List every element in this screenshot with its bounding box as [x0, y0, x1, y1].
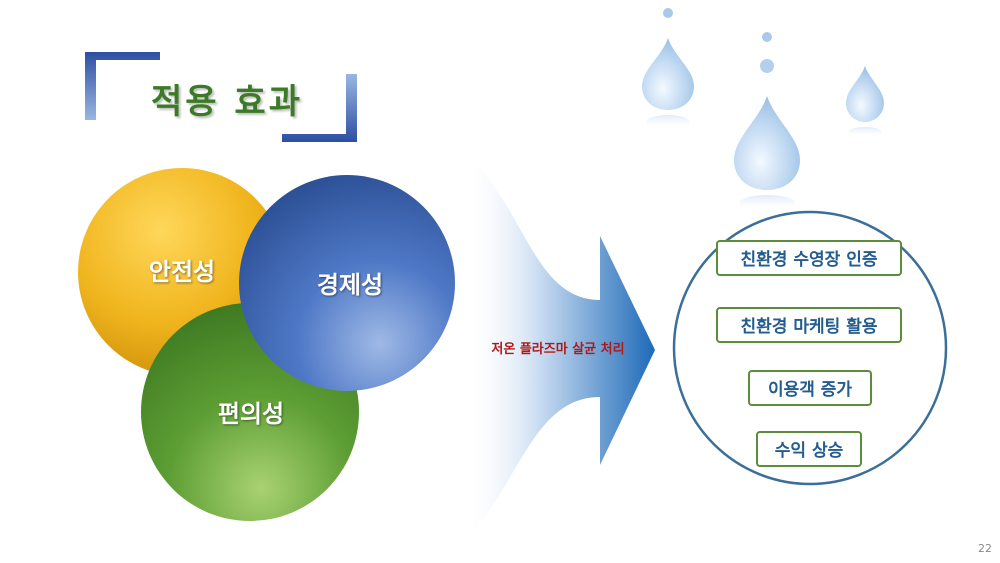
- effect-item: 친환경 마케팅 활용: [716, 307, 902, 343]
- effect-item: 수익 상승: [756, 431, 862, 467]
- water-drop-icon: [642, 38, 694, 129]
- safety-label: 안전성: [148, 258, 216, 286]
- process-label: 저온 플라즈마 살균 처리: [491, 342, 625, 357]
- water-droplet-small: [762, 32, 772, 42]
- water-drop-icon: [734, 96, 800, 211]
- economy-label: 경제성: [316, 271, 384, 299]
- page-number: 22: [978, 542, 992, 555]
- arrow-icon: [470, 158, 655, 535]
- page-title: 적용 효과: [151, 82, 303, 122]
- water-droplet-small: [663, 8, 673, 18]
- corner-bracket-icon: [282, 74, 357, 142]
- corner-bracket-icon: [85, 52, 160, 120]
- effect-item: 이용객 증가: [748, 370, 872, 406]
- result-circle: [672, 210, 948, 486]
- effect-item: 친환경 수영장 인증: [716, 240, 902, 276]
- convenience-label: 편의성: [217, 400, 285, 428]
- economy-circle: [239, 175, 455, 391]
- water-drop-icon: [846, 66, 884, 137]
- water-droplet-small: [760, 59, 774, 73]
